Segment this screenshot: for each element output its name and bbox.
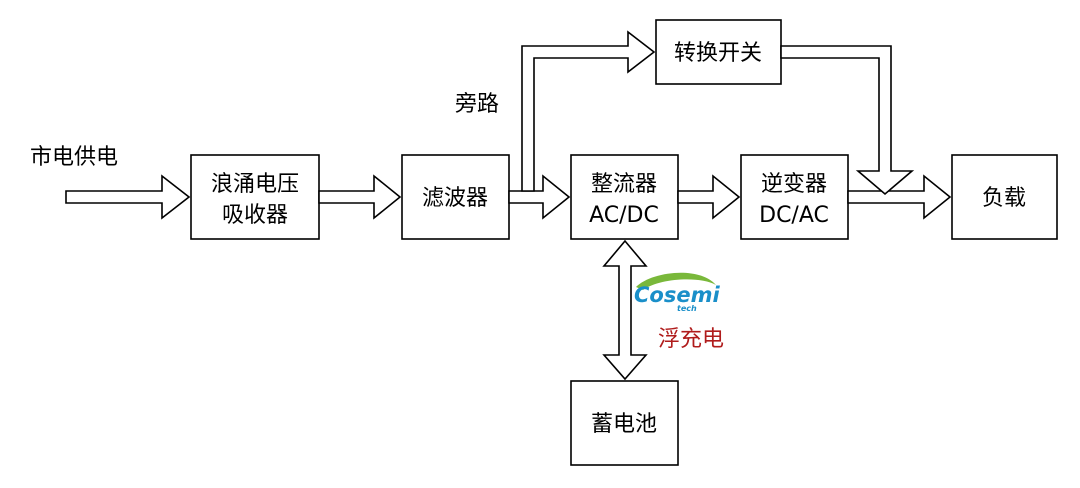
float-charge-label: 浮充电 — [658, 327, 724, 352]
inverter-label-1: 逆变器 — [761, 172, 827, 197]
battery-box — [570, 380, 679, 466]
cosemi-logo: Cosemi tech — [634, 272, 720, 313]
bypass-label: 旁路 — [455, 92, 499, 117]
load-label: 负载 — [982, 186, 1026, 211]
logo-sub: tech — [677, 304, 697, 313]
surge-absorber-box — [190, 154, 320, 240]
filter-label: 滤波器 — [422, 186, 488, 211]
bypass-arrow — [521, 30, 656, 192]
float-charge-arrow — [602, 239, 648, 381]
transfer-switch-label: 转换开关 — [674, 41, 762, 66]
mains-label: 市电供电 — [30, 145, 118, 170]
surge-to-filter-arrow — [318, 174, 402, 220]
surge-absorber-label-1: 浪涌电压 — [211, 172, 299, 197]
transfer-switch-box — [655, 19, 782, 85]
logo-name: Cosemi — [634, 283, 720, 307]
filter-to-rectifier-arrow — [508, 174, 571, 220]
mains-input-arrow — [65, 174, 191, 220]
rectifier-label-1: 整流器 — [591, 172, 657, 197]
switch-to-load-arrow — [780, 45, 915, 196]
inverter-label-2: DC/AC — [759, 203, 829, 228]
battery-label: 蓄电池 — [591, 412, 657, 437]
rectifier-box — [570, 154, 679, 240]
surge-absorber-label-2: 吸收器 — [222, 203, 288, 228]
rectifier-label-2: AC/DC — [589, 203, 659, 228]
inverter-to-load-arrow — [847, 174, 952, 220]
load-box — [951, 154, 1058, 240]
logo-swoosh-icon — [636, 272, 716, 290]
filter-box — [401, 154, 510, 240]
rectifier-to-inverter-arrow — [677, 174, 741, 220]
